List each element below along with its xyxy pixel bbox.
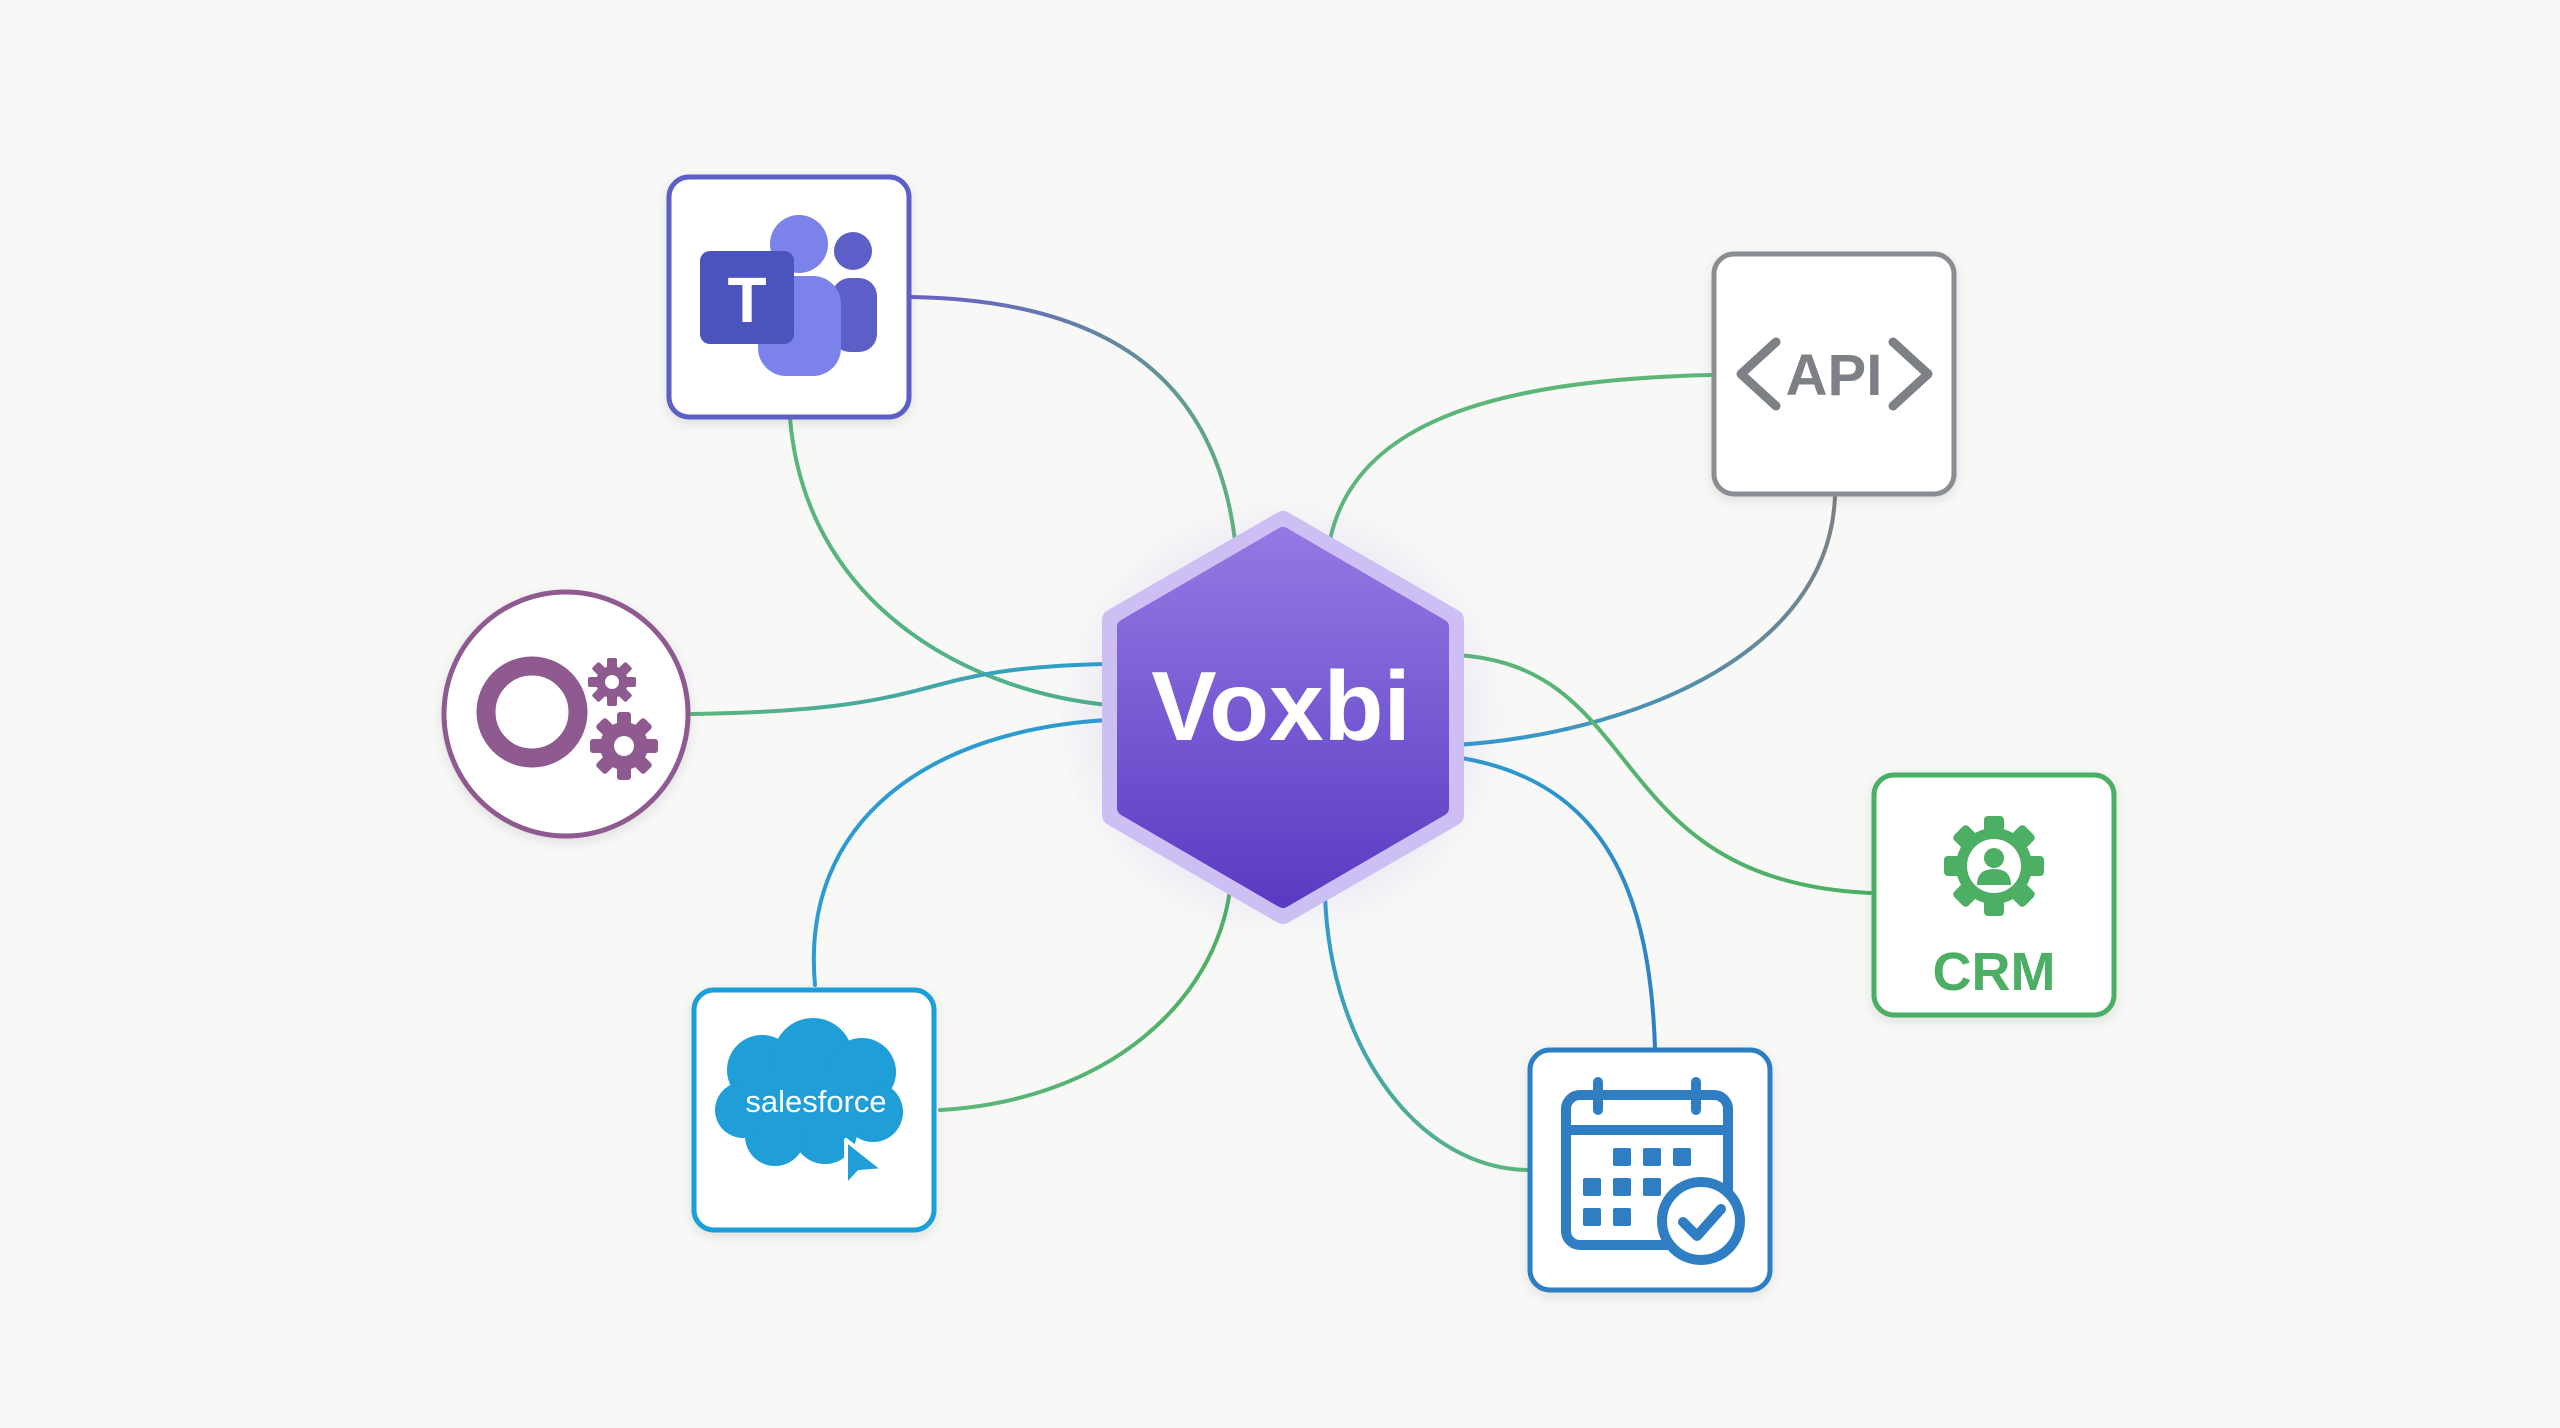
hub-label: Voxbi <box>1151 651 1411 761</box>
teams-node[interactable]: T <box>666 174 912 420</box>
microsoft-teams-icon: T <box>700 215 877 376</box>
connector-crm-hub <box>1453 653 1872 895</box>
connectors <box>690 295 1872 1172</box>
crm-label: CRM <box>1933 942 2056 1002</box>
teams-badge-letter: T <box>727 264 766 336</box>
salesforce-cloud-icon <box>715 1018 903 1166</box>
calendar-check-icon <box>1561 1077 1745 1265</box>
api-brackets-icon <box>1736 337 1933 411</box>
api-node[interactable]: API <box>1711 251 1957 497</box>
api-tile <box>1711 251 1957 497</box>
workflow-node[interactable] <box>441 589 691 839</box>
api-label: API <box>1786 343 1883 408</box>
connector-api-hub-bottom <box>1453 493 1837 747</box>
connector-salesforce-hub-top <box>811 718 1110 987</box>
connector-workflow-hub <box>690 662 1110 716</box>
salesforce-label: salesforce <box>745 1084 886 1119</box>
connector-calendar-hub-top <box>1453 755 1657 1050</box>
cursor-arrow-icon <box>844 1138 886 1188</box>
crm-gear-user-icon <box>1944 816 2044 916</box>
salesforce-node[interactable]: salesforce <box>691 987 937 1233</box>
connector-api-hub-left <box>1328 373 1712 542</box>
calendar-node[interactable] <box>1527 1047 1773 1293</box>
gears-workflow-icon <box>476 656 658 780</box>
hub-node[interactable]: Voxbi <box>1053 493 1513 943</box>
connector-teams-hub-bottom <box>788 416 1110 707</box>
hub-hexagon <box>1117 527 1449 908</box>
crm-node[interactable]: CRM <box>1871 772 2117 1018</box>
connector-teams-hub-top <box>908 295 1237 542</box>
connector-calendar-hub-left <box>1323 893 1532 1172</box>
connector-salesforce-hub-right <box>938 888 1232 1112</box>
